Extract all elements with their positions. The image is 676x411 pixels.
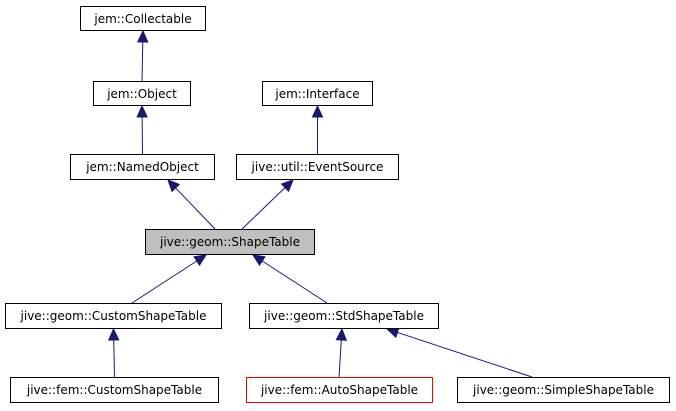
node-label: jive::geom::StdShapeTable — [264, 309, 424, 323]
node-label: jive::geom::SimpleShapeTable — [473, 383, 654, 397]
node-label: jive::geom::CustomShapeTable — [20, 309, 207, 323]
node-label: jive::geom::ShapeTable — [160, 235, 300, 249]
inheritance-arrowhead — [107, 327, 120, 341]
node-jive-geom-stdshapetable[interactable]: jive::geom::StdShapeTable — [249, 303, 439, 329]
inheritance-arrowhead — [335, 327, 348, 341]
node-label: jive::fem::AutoShapeTable — [260, 383, 419, 397]
node-jive-geom-shapetable: jive::geom::ShapeTable — [145, 229, 315, 255]
inheritance-edge — [113, 339, 115, 378]
node-label: jem::NamedObject — [86, 160, 199, 174]
inheritance-edge — [131, 260, 198, 304]
inheritance-edge — [175, 187, 216, 230]
inheritance-edge — [241, 187, 286, 230]
inheritance-arrowhead — [280, 179, 294, 193]
node-jive-geom-customshapetable[interactable]: jive::geom::CustomShapeTable — [5, 303, 222, 329]
node-label: jem::Interface — [275, 86, 360, 101]
node-jive-util-eventsource[interactable]: jive::util::EventSource — [236, 154, 399, 180]
inheritance-arrowhead — [136, 29, 149, 43]
inheritance-arrowhead — [193, 254, 208, 267]
node-jive-fem-customshapetable[interactable]: jive::fem::CustomShapeTable — [10, 377, 219, 403]
inheritance-edge — [338, 339, 342, 378]
node-jem-namedobject[interactable]: jem::NamedObject — [70, 154, 215, 180]
node-label: jive::util::EventSource — [251, 160, 384, 174]
node-label: jem::Object — [107, 86, 177, 101]
inheritance-arrowhead — [385, 327, 400, 339]
node-jive-fem-autoshapetable[interactable]: jive::fem::AutoShapeTable — [246, 377, 433, 403]
node-jem-collectable[interactable]: jem::Collectable — [80, 6, 206, 31]
inheritance-arrowhead — [251, 254, 266, 267]
node-jem-interface[interactable]: jem::Interface — [262, 81, 373, 106]
inheritance-edge — [397, 331, 533, 378]
inheritance-arrowhead — [136, 104, 148, 118]
inheritance-edge — [141, 41, 144, 82]
node-label: jem::Collectable — [94, 11, 192, 26]
inheritance-arrowhead — [167, 179, 181, 193]
node-jive-geom-simpleshapetable[interactable]: jive::geom::SimpleShapeTable — [457, 377, 670, 403]
inheritance-edge — [261, 260, 328, 304]
node-jem-object[interactable]: jem::Object — [93, 81, 191, 106]
node-label: jive::fem::CustomShapeTable — [26, 383, 203, 397]
inheritance-arrowhead — [311, 104, 324, 118]
